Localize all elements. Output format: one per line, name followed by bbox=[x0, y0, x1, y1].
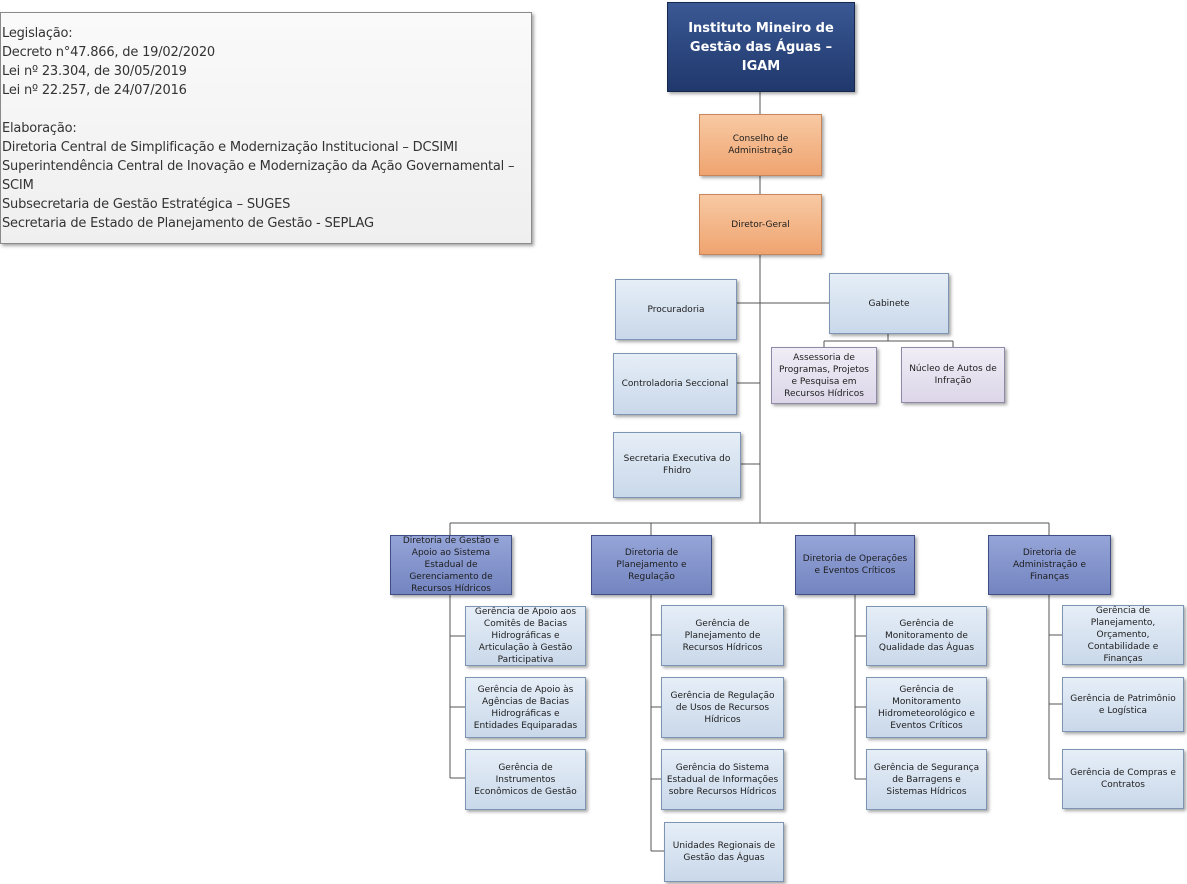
unit-node: Gerência de Planejamento de Recursos Híd… bbox=[661, 605, 784, 666]
unit-node: Gerência de Patrimônio e Logística bbox=[1062, 677, 1184, 732]
council-node: Conselho de Administração bbox=[699, 114, 822, 176]
gabinete-node: Gabinete bbox=[829, 273, 949, 334]
elaboration-item: Diretoria Central de Simplificação e Mod… bbox=[2, 140, 458, 155]
root-node-igam: Instituto Mineiro de Gestão das Águas – … bbox=[667, 2, 855, 92]
unit-node: Gerência de Monitoramento Hidrometeoroló… bbox=[866, 677, 987, 738]
elaboration-item: Superintendência Central de Inovação e M… bbox=[2, 159, 515, 193]
legislation-heading: Legislação: bbox=[2, 26, 73, 41]
unit-node: Gerência de Compras e Contratos bbox=[1062, 749, 1184, 809]
unit-node: Gerência de Monitoramento de Qualidade d… bbox=[866, 606, 987, 666]
secretaria-node: Secretaria Executiva do Fhidro bbox=[613, 432, 741, 498]
elaboration-item: Subsecretaria de Gestão Estratégica – SU… bbox=[2, 197, 291, 212]
elaboration-heading: Elaboração: bbox=[2, 121, 77, 136]
directorate-node: Diretoria de Operações e Eventos Crítico… bbox=[795, 535, 915, 595]
unit-node: Gerência de Planejamento, Orçamento, Con… bbox=[1062, 605, 1184, 665]
nucleo-node: Núcleo de Autos de Infração bbox=[901, 347, 1005, 403]
unit-node: Gerência de Apoio aos Comitês de Bacias … bbox=[465, 606, 586, 666]
legislation-item: Lei nº 22.257, de 24/07/2016 bbox=[2, 83, 187, 98]
unit-node: Gerência do Sistema Estadual de Informaç… bbox=[661, 749, 784, 810]
unit-node: Gerência de Instrumentos Econômicos de G… bbox=[465, 749, 586, 810]
legislation-item: Decreto n°47.866, de 19/02/2020 bbox=[2, 45, 215, 60]
unit-node: Gerência de Segurança de Barragens e Sis… bbox=[866, 749, 987, 810]
director-general-node: Diretor-Geral bbox=[699, 194, 822, 255]
unit-node: Gerência de Regulação de Usos de Recurso… bbox=[661, 677, 784, 738]
elaboration-item: Secretaria de Estado de Planejamento de … bbox=[2, 216, 374, 231]
directorate-node: Diretoria de Gestão e Apoio ao Sistema E… bbox=[390, 535, 512, 595]
directorate-node: Diretoria de Administração e Finanças bbox=[988, 535, 1111, 595]
unit-node: Gerência de Apoio às Agências de Bacias … bbox=[465, 677, 586, 738]
procuradoria-node: Procuradoria bbox=[615, 279, 737, 340]
legislation-legend: Legislação: Decreto n°47.866, de 19/02/2… bbox=[0, 12, 532, 244]
directorate-node: Diretoria de Planejamento e Regulação bbox=[591, 535, 712, 595]
unit-node: Unidades Regionais de Gestão das Águas bbox=[664, 822, 784, 882]
legislation-item: Lei nº 23.304, de 30/05/2019 bbox=[2, 64, 187, 79]
assessoria-node: Assessoria de Programas, Projetos e Pesq… bbox=[771, 347, 877, 404]
controladoria-node: Controladoria Seccional bbox=[613, 353, 737, 415]
